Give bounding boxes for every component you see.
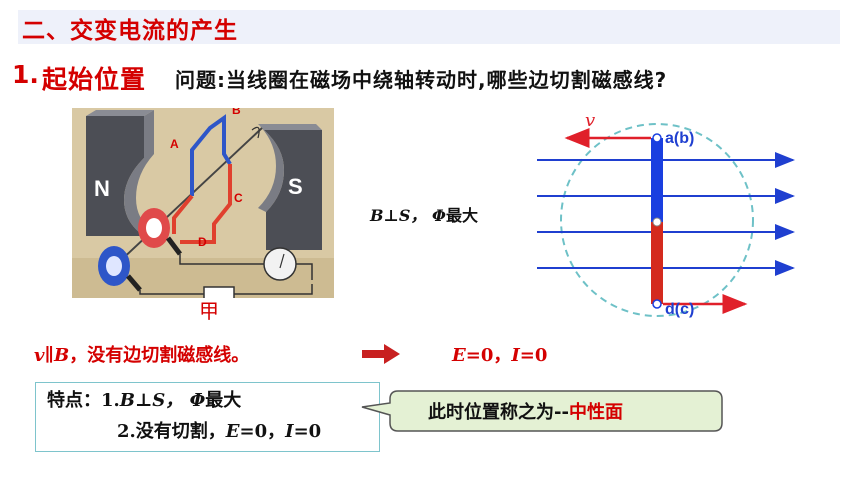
coil-label-b: B bbox=[232, 108, 241, 117]
top-edge-label: a(b) bbox=[665, 130, 694, 147]
coil-label-d: D bbox=[198, 235, 207, 249]
result-text: E=0，I=0 bbox=[452, 345, 548, 366]
bottom-edge-label: d(c) bbox=[665, 301, 694, 318]
magnet-s-label: S bbox=[288, 174, 303, 199]
field-line-diagram: v a(b) d(c) bbox=[537, 110, 795, 318]
header-bar bbox=[18, 10, 840, 44]
generator-illustration: N S A B C D bbox=[72, 108, 334, 298]
coil-label-c: C bbox=[234, 191, 243, 205]
figure-caption: 甲 bbox=[199, 299, 219, 323]
question-text: 问题:当线圈在磁场中绕轴转动时,哪些边切割磁感线? bbox=[175, 68, 668, 92]
neutral-plane-term: 中性面 bbox=[568, 402, 623, 423]
callout-text: 此时位置称之为--中性面 bbox=[428, 402, 623, 423]
field-perpendicular-statement: B⊥S， Φ最大 bbox=[370, 206, 478, 225]
coil-label-a: A bbox=[170, 137, 179, 151]
feature-line-2: 2.没有切割，E=0，I=0 bbox=[117, 421, 322, 442]
page-title: 二、交变电流的产生 bbox=[22, 18, 238, 44]
section-number: 1. bbox=[12, 60, 39, 89]
velocity-label: v bbox=[585, 110, 595, 131]
callout-bubble bbox=[361, 390, 723, 432]
right-arrow-icon bbox=[362, 344, 400, 364]
section-title: 起始位置 bbox=[42, 65, 147, 94]
feature-line-1: 特点：1.B⊥S， Φ最大 bbox=[47, 390, 242, 411]
conclusion-text: v∥B，没有边切割磁感线。 bbox=[34, 345, 250, 366]
magnet-n-label: N bbox=[94, 176, 110, 201]
features-box bbox=[35, 382, 380, 452]
